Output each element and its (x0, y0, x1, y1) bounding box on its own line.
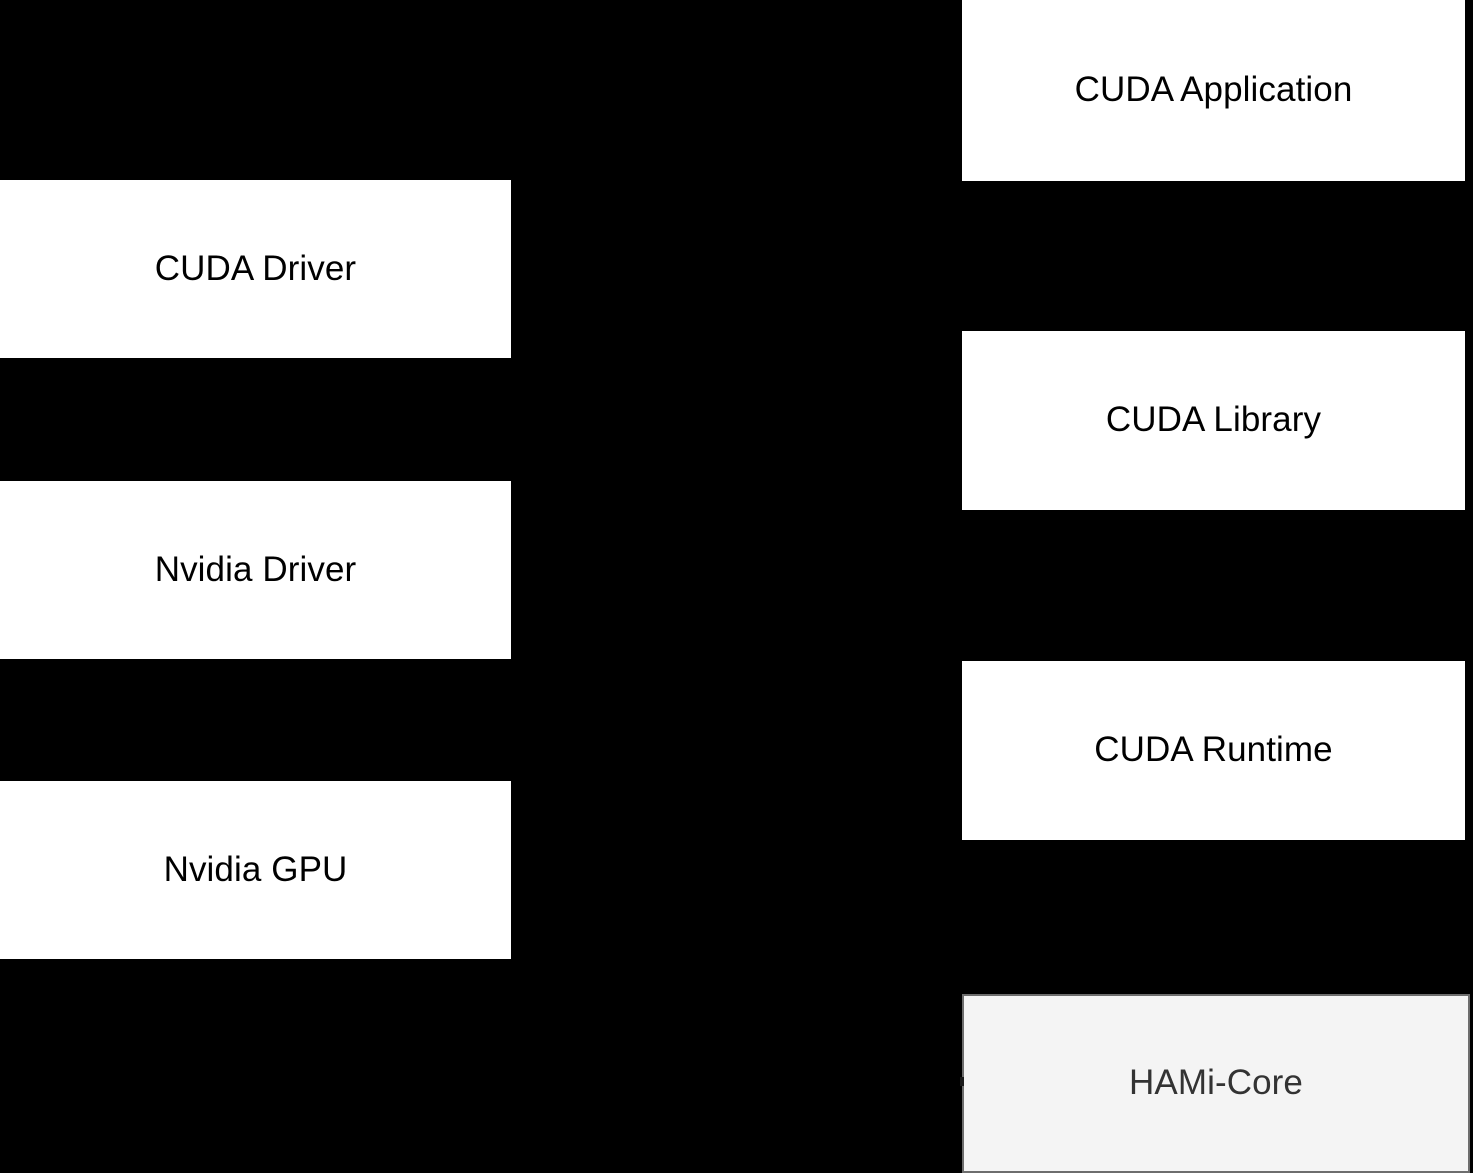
node-hami-core[interactable]: HAMi-Core (962, 994, 1470, 1173)
node-cuda-library[interactable]: CUDA Library (962, 331, 1465, 510)
node-nvidia-gpu[interactable]: Nvidia GPU (0, 781, 511, 959)
node-cuda-library-label: CUDA Library (1105, 400, 1322, 440)
hami-core-connector-nub (960, 1077, 964, 1086)
node-cuda-runtime-label: CUDA Runtime (1094, 730, 1333, 770)
node-cuda-driver-label: CUDA Driver (154, 248, 357, 288)
node-nvidia-gpu-label: Nvidia GPU (163, 849, 348, 889)
node-nvidia-driver[interactable]: Nvidia Driver (0, 481, 511, 659)
node-nvidia-driver-label: Nvidia Driver (154, 549, 357, 589)
node-cuda-application-label: CUDA Application (1074, 70, 1353, 110)
node-cuda-application[interactable]: CUDA Application (962, 0, 1465, 181)
node-cuda-runtime[interactable]: CUDA Runtime (962, 661, 1465, 840)
node-hami-core-label: HAMi-Core (1129, 1063, 1303, 1103)
node-cuda-driver[interactable]: CUDA Driver (0, 180, 511, 358)
